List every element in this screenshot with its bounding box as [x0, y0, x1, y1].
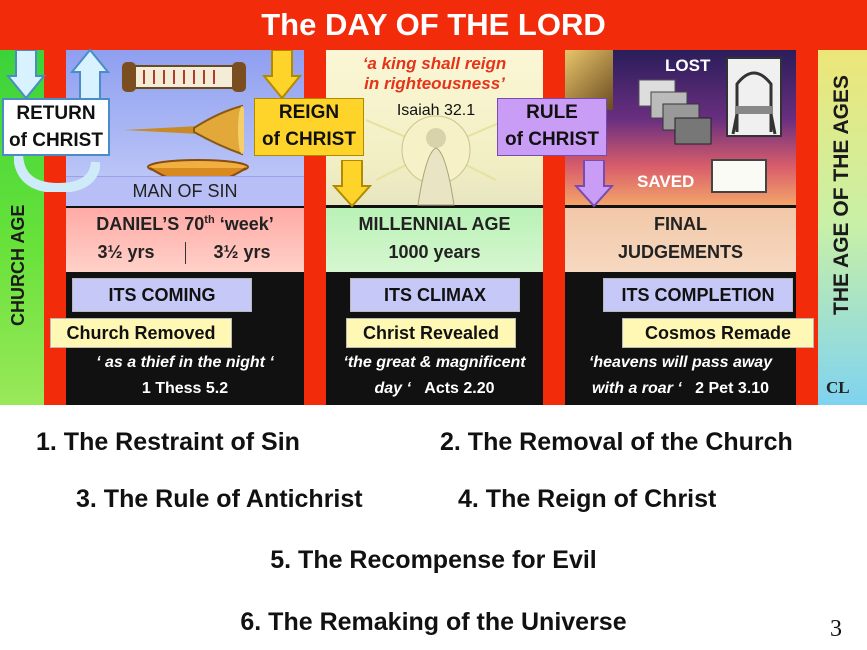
tag-return-of-christ: RETURN of CHRIST: [2, 98, 110, 156]
quote-great-day-line1: ‘the great & magnificent: [343, 354, 526, 371]
rule-down-arrow-icon: [574, 160, 614, 208]
judgements-label: JUDGEMENTS: [617, 242, 743, 262]
church-age-label: CHURCH AGE: [8, 204, 28, 326]
ref-isaiah: Isaiah 32.1: [396, 102, 476, 119]
down-arrow-icon: [6, 50, 46, 100]
tag-reign-of-christ: REIGN of CHRIST: [254, 98, 364, 156]
event-church-removed: Church Removed: [50, 318, 232, 348]
tag-reign-line2: of CHRIST: [262, 129, 356, 150]
ref-1-thess: 1 Thess 5.2: [141, 380, 229, 397]
book-of-life-icon: [711, 159, 767, 193]
quote-great-day-line2: day ‘ Acts 2.20: [374, 380, 495, 397]
millennial-age-title: MILLENNIAL AGE: [358, 214, 511, 234]
first-half-years: 3½ yrs: [97, 242, 155, 262]
tag-return-line1: RETURN: [16, 103, 96, 124]
man-of-sin-header: MAN OF SIN: [66, 176, 304, 206]
tag-reign-line1: REIGN: [278, 102, 340, 123]
phase-its-coming: ITS COMING: [72, 278, 252, 312]
quote-king-line1: ‘a king shall reign: [362, 54, 507, 73]
tag-return-line2: of CHRIST: [9, 130, 103, 151]
age-of-ages-band: THE AGE OF THE AGES: [818, 0, 867, 405]
return-curve-arrow-icon: [14, 151, 100, 192]
reign-lower-arrow-icon: [332, 160, 372, 208]
daniel-week-title: DANIEL’S 70th ‘week’: [96, 214, 274, 234]
throne-icon: [726, 57, 782, 137]
event-christ-revealed: Christ Revealed: [346, 318, 516, 348]
up-arrow-icon: [70, 48, 110, 100]
week-divider: [185, 242, 186, 264]
final-label: FINAL: [654, 214, 707, 234]
quote-thief-in-night: ‘ as a thief in the night ‘: [96, 354, 274, 371]
list-item: 5. The Recompense for Evil: [270, 546, 597, 574]
christ-enthroned-icon: [366, 115, 506, 206]
author-initials: CL: [826, 378, 850, 397]
page-number: 3: [830, 616, 842, 642]
list-item: 1. The Restraint of Sin: [36, 428, 300, 456]
event-cosmos-remade: Cosmos Remade: [622, 318, 814, 348]
second-half-years: 3½ yrs: [213, 242, 271, 262]
list-item: 6. The Remaking of the Universe: [240, 608, 627, 636]
trumpet-icon: [124, 104, 244, 156]
tag-rule-line1: RULE: [526, 102, 578, 123]
reign-down-arrow-icon: [262, 50, 302, 100]
tag-rule-line2: of CHRIST: [505, 129, 599, 150]
quote-heavens-line1: ‘heavens will pass away: [588, 354, 773, 371]
ref-2-pet: 2 Pet 3.10: [695, 380, 769, 397]
millennial-age-years: 1000 years: [388, 242, 481, 262]
phase-its-completion: ITS COMPLETION: [603, 278, 793, 312]
daniel-week-box: DANIEL’S 70th ‘week’ 3½ yrs 3½ yrs: [66, 208, 304, 272]
age-of-ages-label: THE AGE OF THE AGES: [830, 75, 853, 315]
list-item: 2. The Removal of the Church: [440, 428, 793, 456]
quote-king-line2: in righteousness’: [364, 74, 505, 93]
saved-label: SAVED: [637, 172, 695, 191]
final-judgements-box: FINAL JUDGEMENTS: [565, 208, 796, 272]
millennial-age-box: MILLENNIAL AGE 1000 years: [326, 208, 543, 272]
page-title: The DAY OF THE LORD: [0, 0, 867, 50]
list-item: 3. The Rule of Antichrist: [76, 485, 363, 513]
lost-books-icon: [638, 79, 712, 145]
scroll-icon: [122, 62, 246, 92]
man-of-sin-label: MAN OF SIN: [132, 181, 238, 201]
tag-rule-of-christ: RULE of CHRIST: [497, 98, 607, 156]
lost-label: LOST: [665, 56, 711, 75]
ref-acts: Acts 2.20: [424, 380, 495, 397]
quote-king-reign: ‘a king shall reign in righteousness’: [326, 54, 543, 94]
list-item: 4. The Reign of Christ: [458, 485, 717, 513]
phase-its-climax: ITS CLIMAX: [350, 278, 520, 312]
day-of-the-lord-diagram: CHURCH AGE THE AGE OF THE AGES The DAY O…: [0, 0, 867, 405]
quote-heavens-line2: with a roar ‘ 2 Pet 3.10: [592, 380, 769, 397]
